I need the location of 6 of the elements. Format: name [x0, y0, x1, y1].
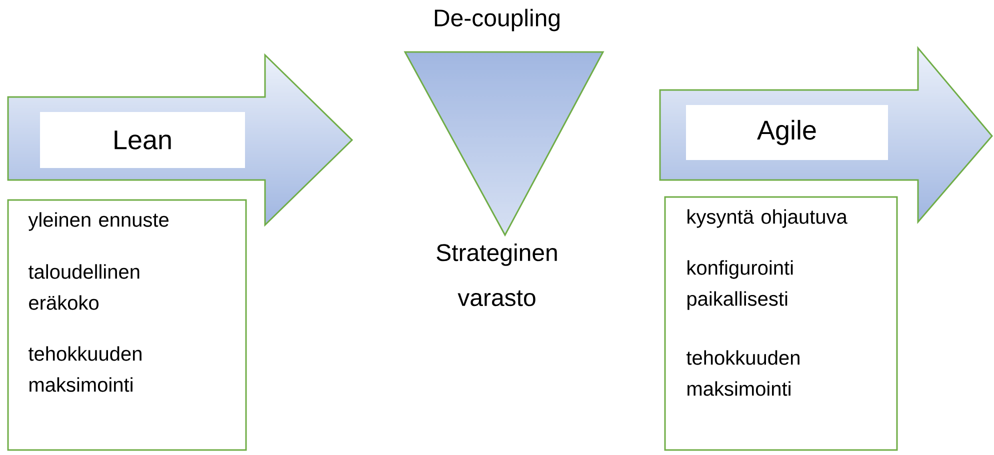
- list-box: yleinen ennuste taloudellinen eräkoko tehokkuuden maksimointi: [7, 199, 247, 451]
- node-label: De-coupling: [434, 8, 560, 32]
- label-box: Agile: [686, 105, 888, 160]
- caption-text: Strateginen varasto: [436, 244, 557, 306]
- label-box: Lean: [40, 112, 245, 168]
- list-box: kysyntä ohjautuva konfigurointi paikallisesti tehokkuuden maksimointi: [664, 196, 898, 451]
